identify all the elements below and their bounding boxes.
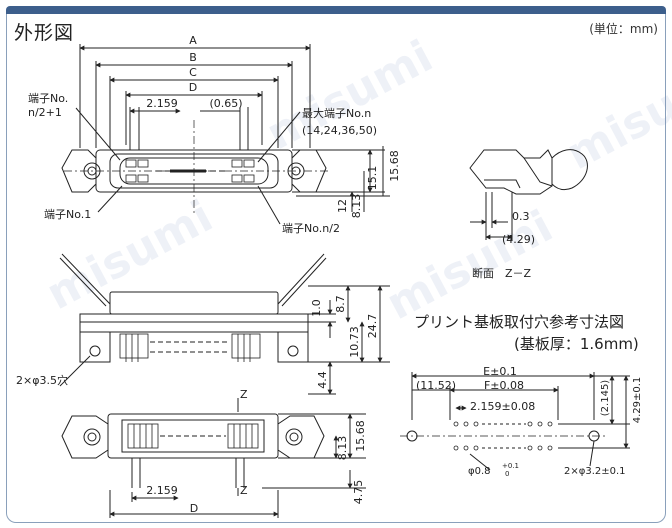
bottom-dim-h2: 8.13 bbox=[336, 436, 349, 461]
side-dim-v2: 8.7 bbox=[334, 295, 347, 313]
bottom-dim-h1: 15.68 bbox=[354, 420, 367, 452]
bottom-dim-h3: 4.75 bbox=[352, 480, 365, 505]
page-title: 外形図 bbox=[14, 22, 75, 44]
dim-h4: 8.13 bbox=[350, 194, 363, 219]
callout-pin-half-next-2: n/2+1 bbox=[28, 106, 62, 119]
bottom-dim-pitch: 2.159 bbox=[146, 484, 178, 497]
dim-h2: 15.68 bbox=[388, 150, 401, 182]
callout-pin-half: 端子No.n/2 bbox=[282, 222, 340, 235]
pcb-pin-hole-tol-upper: +0.1 bbox=[502, 462, 519, 470]
dim-h3: 12 bbox=[336, 199, 349, 213]
section-dim-w: (4.29) bbox=[502, 233, 535, 246]
bottom-z-top: Z bbox=[240, 388, 248, 401]
section-view bbox=[469, 149, 588, 240]
dim-b: B bbox=[189, 51, 197, 64]
pcb-subtitle: (基板厚：1.6mm) bbox=[514, 335, 639, 353]
dim-c: C bbox=[189, 66, 197, 79]
unit-label: (単位：mm) bbox=[589, 22, 658, 36]
callout-pin-max-1: 最大端子No.n bbox=[302, 106, 371, 120]
pcb-mount-hole: 2×φ3.2±0.1 bbox=[564, 466, 626, 477]
dim-offset: (0.65) bbox=[209, 97, 242, 110]
dim-a: A bbox=[189, 34, 197, 47]
pcb-dim-v1: (2.145) bbox=[600, 380, 611, 417]
callout-pin-half-next-1: 端子No. bbox=[28, 92, 68, 105]
pcb-dim-offset: (11.52) bbox=[416, 379, 456, 392]
pcb-pin-hole-tol-lower: 0 bbox=[505, 470, 509, 478]
pcb-title: プリント基板取付穴参考寸法図 bbox=[414, 313, 624, 331]
header-bar bbox=[6, 6, 666, 14]
pcb-dim-v2: 4.29±0.1 bbox=[632, 377, 643, 424]
pcb-dim-f: F±0.08 bbox=[484, 379, 524, 392]
section-dim-t: 0.3 bbox=[512, 210, 530, 223]
side-dim-v3: 10.73 bbox=[348, 326, 361, 358]
pcb-view bbox=[400, 372, 630, 471]
side-hole-label: 2×φ3.5穴 bbox=[16, 373, 68, 387]
section-caption: 断面 Z－Z bbox=[472, 266, 532, 280]
front-view bbox=[61, 44, 390, 225]
dim-h1: 15.1 bbox=[366, 166, 379, 191]
pcb-dim-e: E±0.1 bbox=[483, 365, 517, 378]
side-view bbox=[59, 253, 390, 395]
callout-pin-1: 端子No.1 bbox=[44, 208, 91, 221]
pcb-pin-hole: φ0.8 bbox=[468, 466, 491, 477]
side-dim-v1: 1.0 bbox=[310, 299, 323, 317]
pcb-dim-pitch: 2.159±0.08 bbox=[470, 400, 535, 413]
bottom-view bbox=[61, 398, 366, 518]
callout-pin-max-2: (14,24,36,50) bbox=[302, 124, 377, 137]
dim-d: D bbox=[189, 81, 197, 94]
bottom-z-bottom: Z bbox=[240, 484, 248, 497]
dim-pitch: 2.159 bbox=[146, 97, 178, 110]
side-dim-v5: 4.4 bbox=[316, 371, 329, 389]
side-dim-v4: 24.7 bbox=[366, 314, 379, 339]
bottom-dim-d: D bbox=[190, 502, 198, 515]
